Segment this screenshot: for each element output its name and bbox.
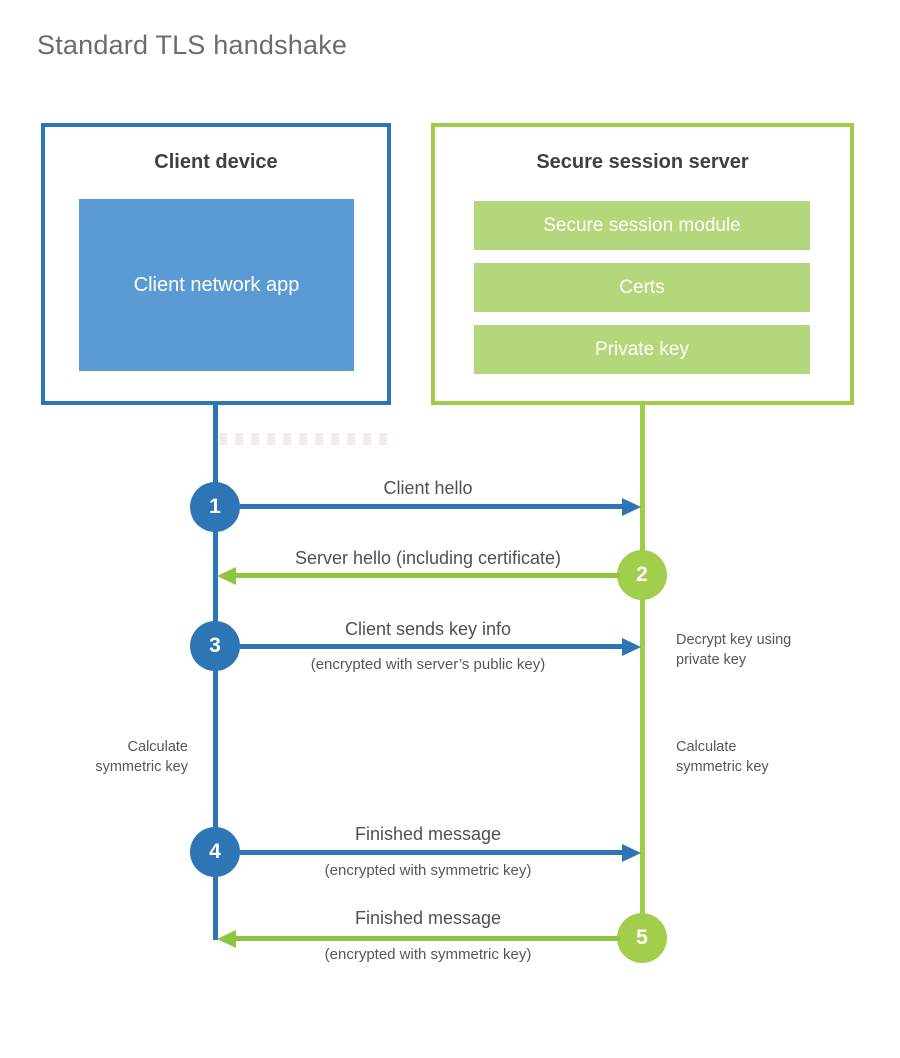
arrow-shaft-step-2 bbox=[236, 573, 620, 578]
message-sublabel-encrypted-symmetric-client: (encrypted with symmetric key) bbox=[324, 862, 532, 879]
client-network-app-box: Client network app bbox=[79, 199, 354, 371]
arrow-head-left-icon bbox=[217, 567, 236, 585]
step-circle-5: 5 bbox=[617, 913, 667, 963]
arrow-head-right-icon bbox=[622, 638, 641, 656]
step-circle-2: 2 bbox=[617, 550, 667, 600]
message-label-finished-server: Finished message bbox=[354, 908, 502, 928]
note-decrypt-key: Decrypt key using private key bbox=[676, 632, 792, 668]
arrow-head-right-icon bbox=[622, 498, 641, 516]
server-module-secure-session-module: Secure session module bbox=[474, 201, 810, 250]
server-lifeline bbox=[640, 405, 645, 915]
client-lifeline bbox=[213, 405, 218, 940]
client-device-box: Client device Client network app bbox=[41, 123, 391, 405]
client-network-app-label: Client network app bbox=[133, 273, 300, 296]
arrow-head-right-icon bbox=[622, 844, 641, 862]
message-label-client-hello: Client hello bbox=[383, 478, 473, 498]
arrow-shaft-step-5 bbox=[236, 936, 620, 941]
message-label-finished-client: Finished message bbox=[354, 824, 502, 844]
arrow-shaft-step-3 bbox=[240, 644, 623, 649]
message-label-client-key-info: Client sends key info bbox=[344, 619, 512, 639]
message-label-server-hello: Server hello (including certificate) bbox=[294, 548, 562, 568]
note-calculate-symmetric-key-client: Calculate symmetric key bbox=[95, 739, 188, 775]
step-circle-1: 1 bbox=[190, 482, 240, 532]
step-circle-3: 3 bbox=[190, 621, 240, 671]
arrow-head-left-icon bbox=[217, 930, 236, 948]
server-module-private-key: Private key bbox=[474, 325, 810, 374]
server-module-certs: Certs bbox=[474, 263, 810, 312]
step-circle-4: 4 bbox=[190, 827, 240, 877]
message-sublabel-encrypted-public-key: (encrypted with server’s public key) bbox=[310, 656, 546, 673]
client-device-title: Client device bbox=[154, 151, 278, 173]
secure-session-server-title: Secure session server bbox=[536, 151, 749, 173]
faint-dashed-artifact bbox=[219, 433, 387, 445]
arrow-shaft-step-1 bbox=[240, 504, 623, 509]
note-calculate-symmetric-key-server: Calculate symmetric key bbox=[676, 739, 769, 775]
page-title: Standard TLS handshake bbox=[37, 30, 348, 60]
secure-session-server-box: Secure session server Secure session mod… bbox=[431, 123, 854, 405]
arrow-shaft-step-4 bbox=[240, 850, 623, 855]
message-sublabel-encrypted-symmetric-server: (encrypted with symmetric key) bbox=[324, 946, 532, 963]
